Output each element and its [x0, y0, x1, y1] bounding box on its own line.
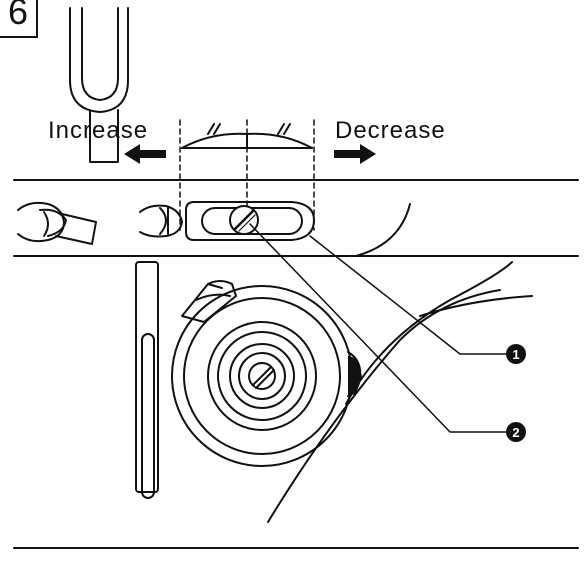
hook-line-b — [345, 261, 513, 405]
bobbin-screw — [248, 362, 276, 390]
cap-mark-left — [207, 123, 221, 135]
callout-marker-2-text: 2 — [512, 425, 519, 440]
hook-line-c — [419, 295, 533, 317]
slotted-plate — [185, 201, 315, 241]
bobbin-latch — [181, 280, 237, 323]
decrease-label: Decrease — [335, 117, 446, 144]
cap-mark-right — [277, 123, 291, 135]
step-box: 6 — [0, 0, 38, 38]
callout-marker-1 — [506, 344, 526, 364]
hook-line-a — [267, 289, 501, 523]
step-number: 6 — [7, 0, 29, 32]
bobbin-ring — [207, 321, 317, 431]
latch-knob-fill — [348, 356, 362, 396]
decrease-arrow — [334, 144, 376, 164]
leader-line-2 — [249, 223, 513, 433]
vertical-bar — [135, 261, 159, 493]
callout-marker-1-text: 1 — [512, 347, 519, 362]
presser-foot-base — [89, 109, 119, 163]
small-knob — [139, 204, 183, 238]
left-knob — [17, 201, 65, 243]
presser-foot-inner — [81, 7, 119, 101]
increase-label: Increase — [48, 117, 149, 144]
thread-curve — [355, 203, 411, 257]
callout-markers: 1 2 — [506, 344, 526, 442]
presser-foot-outer — [69, 7, 129, 113]
callout-marker-2 — [506, 422, 526, 442]
direction-arrows — [124, 144, 376, 396]
increase-arrow — [124, 144, 166, 164]
left-knob-tab — [55, 213, 97, 245]
leader-line-1 — [309, 235, 513, 355]
